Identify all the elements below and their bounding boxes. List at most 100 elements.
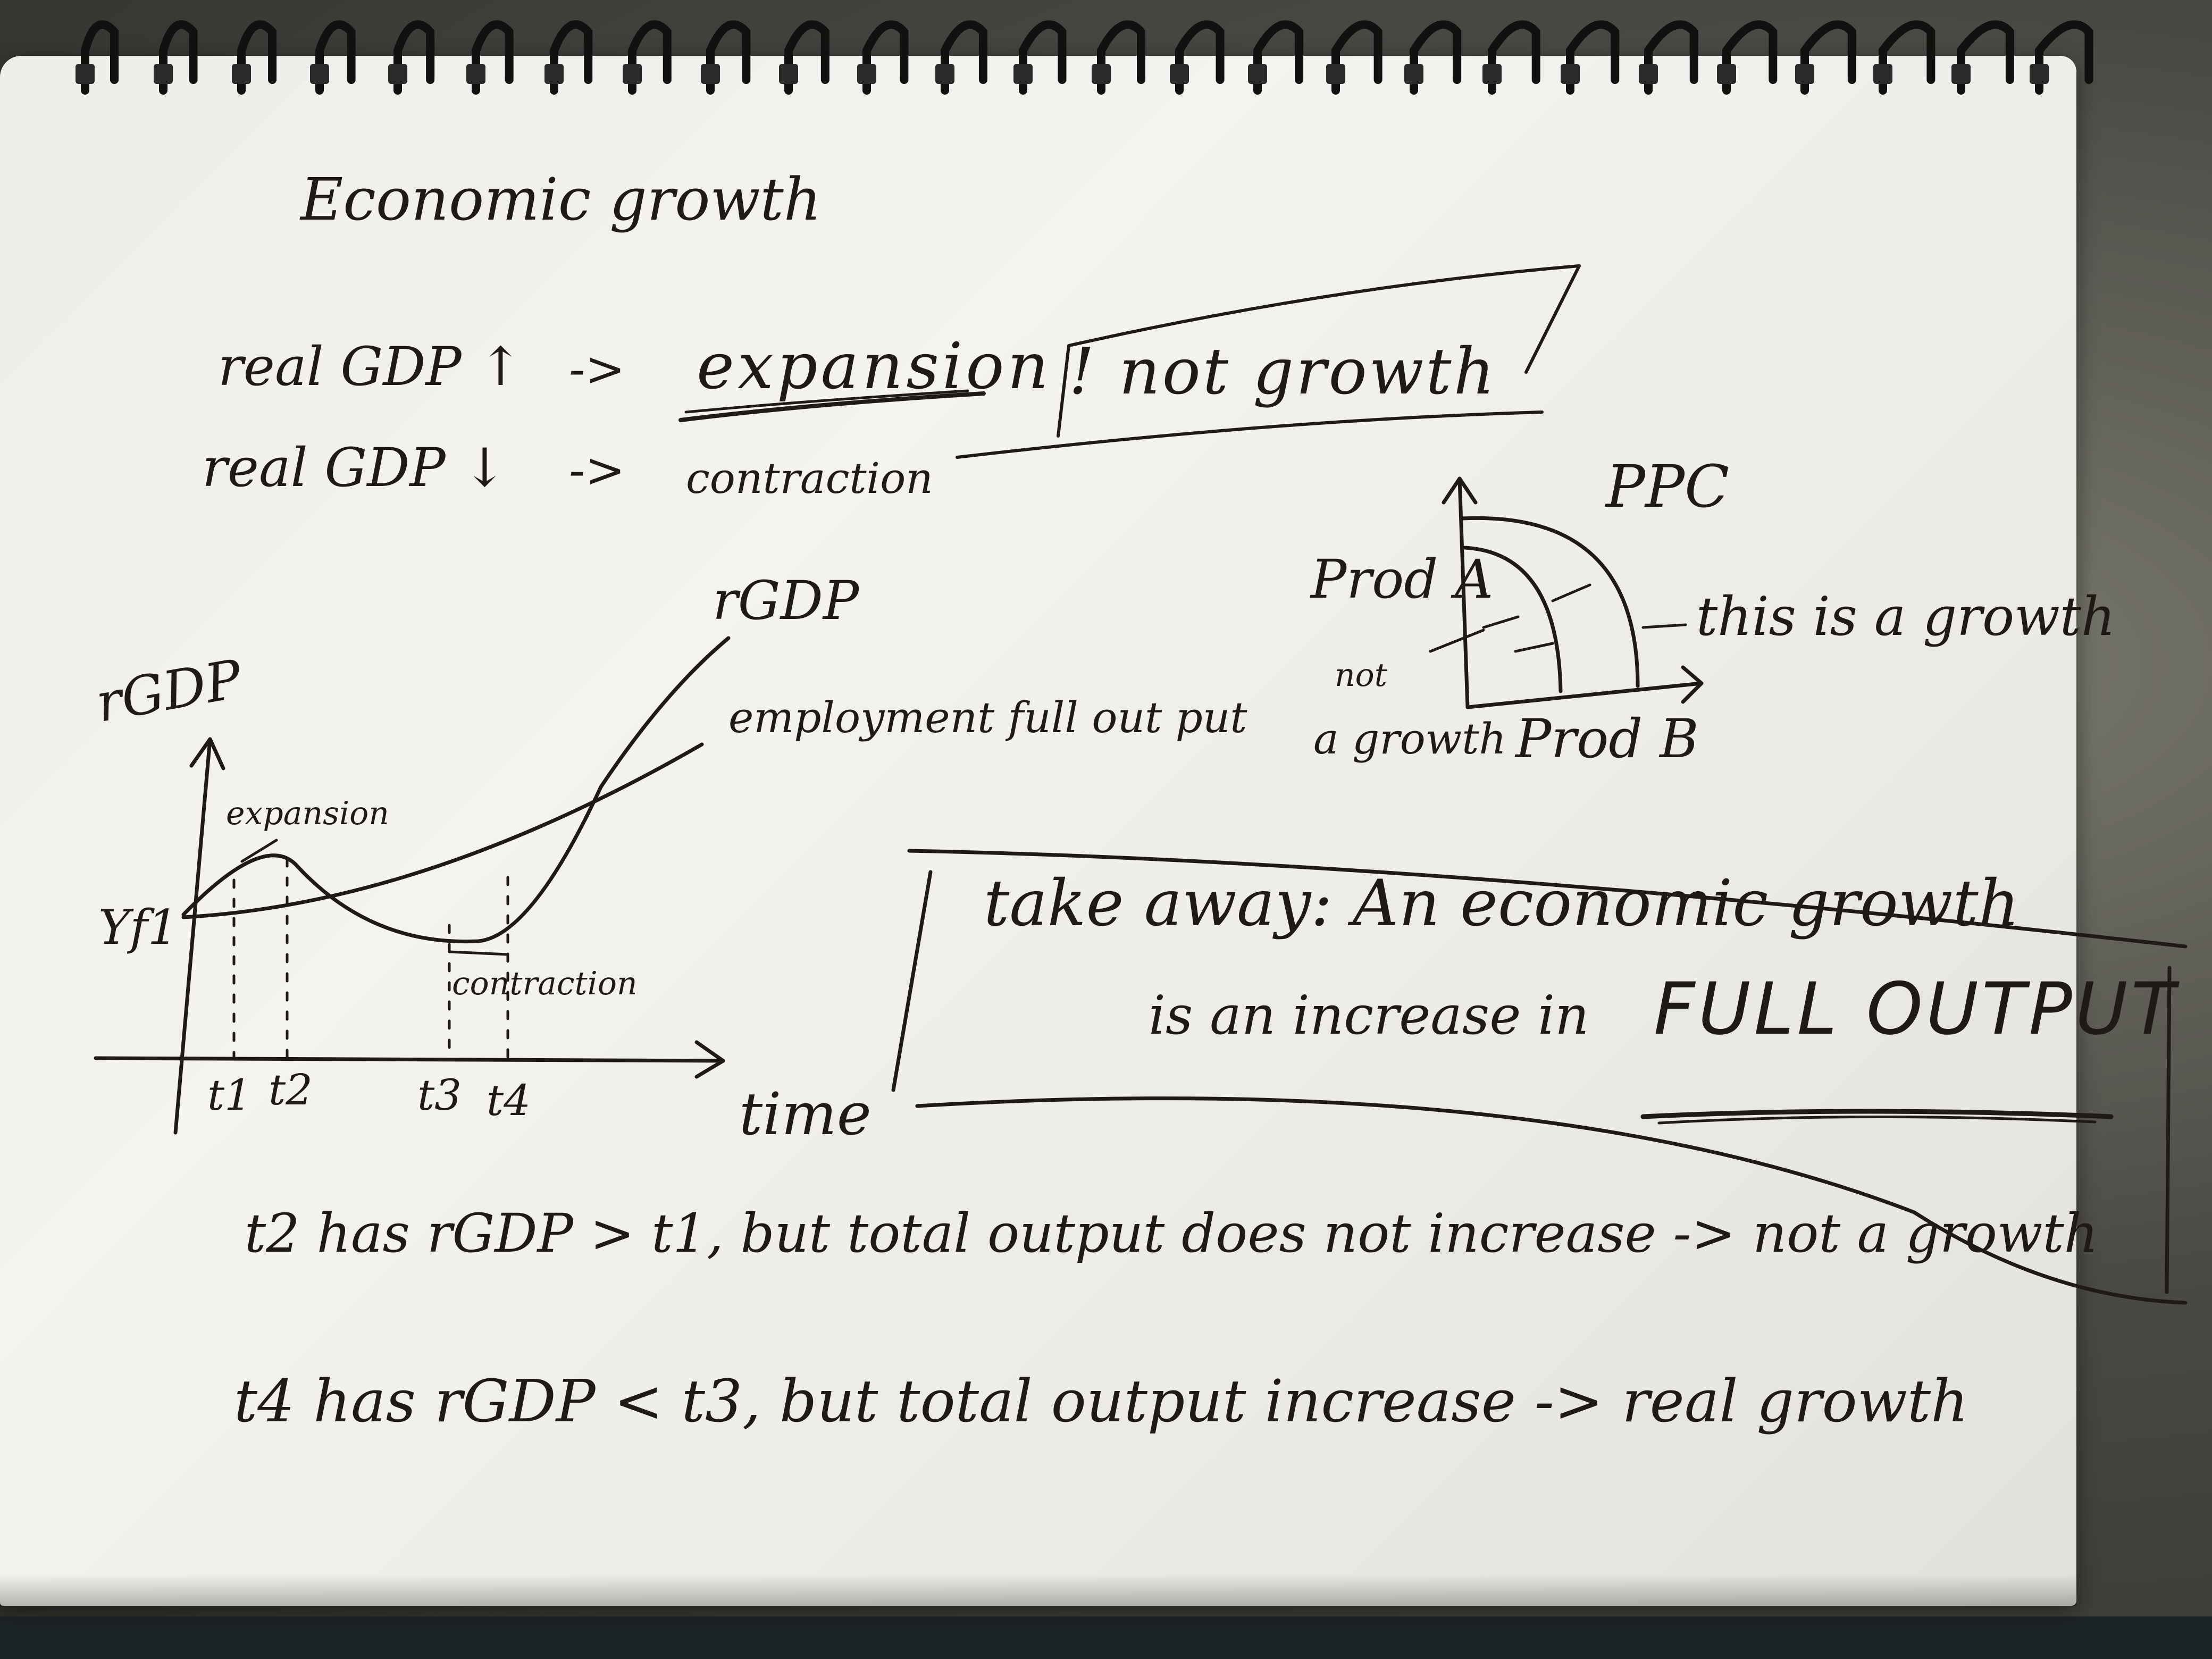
spiral-coil [1019, 20, 1067, 95]
spiral-coil [1175, 20, 1225, 95]
ppc-y-axis [1457, 476, 1470, 709]
graph-x-arrowhead [694, 1040, 725, 1079]
full-output-underline [1640, 1109, 2114, 1119]
binding-hole [1482, 64, 1502, 84]
note-line-2: t4 has rGDP < t3, but total output incre… [234, 1367, 1968, 1435]
graph-expansion-arrow [240, 839, 278, 863]
binding-hole [1873, 64, 1892, 84]
spiral-coil [1097, 20, 1145, 95]
table-edge [0, 1616, 2212, 1659]
not-growth-text: ! not growth [1069, 335, 1497, 409]
ppc-growth-pointer [1641, 623, 1687, 629]
graph-tick-t4: t4 [487, 1076, 531, 1125]
graph-y-axis [173, 737, 212, 1135]
graph-tick-t1: t1 [207, 1070, 252, 1120]
ppc-shift-arrow-2 [1514, 642, 1554, 653]
expansion-text: expansion [697, 330, 1052, 404]
spiral-coil [862, 20, 909, 95]
takeaway-line2: is an increase in [1149, 984, 1589, 1046]
binding-hole [779, 64, 798, 84]
spiral-coil [1253, 20, 1304, 95]
graph-x-axis-label: time [739, 1080, 872, 1148]
page-title: Economic growth [300, 165, 822, 233]
full-output-underline-2 [1657, 1115, 2097, 1125]
binding-hole [544, 64, 564, 84]
down-arrow-text: -> [569, 442, 625, 498]
takeaway-box-left [891, 870, 933, 1092]
page-shadow [0, 1574, 2076, 1606]
graph-tick-t2: t2 [269, 1065, 313, 1115]
binding-hole [1326, 64, 1345, 84]
spiral-coil [1800, 20, 1856, 95]
ppc-shift-arrow-1 [1482, 615, 1520, 629]
graph-contraction-arrow [448, 950, 509, 956]
spiral-coil [550, 20, 593, 95]
ppc-not-label: not [1335, 657, 1387, 694]
binding-hole [857, 64, 876, 84]
ppc-outer-curve [1460, 516, 1640, 688]
spiral-coil [784, 20, 830, 95]
spiral-coil [393, 20, 435, 95]
ppc-title: PPC [1606, 453, 1730, 521]
binding-hole [1092, 64, 1111, 84]
graph-x-axis [94, 1056, 725, 1063]
binding-hole [701, 64, 720, 84]
spiral-coil [1410, 20, 1462, 95]
spiral-coil [628, 20, 672, 95]
binding-hole [1951, 64, 1971, 84]
graph-rgdp-curve [181, 636, 731, 944]
graph-full-output-line [181, 742, 704, 919]
ppc-x-label: Prod B [1515, 708, 1699, 770]
graph-yf-label: Yf1 [98, 900, 178, 956]
spiral-coil [1722, 20, 1778, 95]
note-line-1: t2 has rGDP > t1, but total output does … [245, 1202, 2099, 1264]
binding-hole [388, 64, 407, 84]
ppc-shift-arrow-3 [1551, 583, 1591, 602]
binding-hole [1248, 64, 1267, 84]
spiral-coil [315, 20, 356, 95]
spiral-coil [1566, 20, 1620, 95]
binding-hole [1404, 64, 1423, 84]
real-gdp-up-label: real GDP ↑ [218, 336, 523, 398]
takeaway-box-top [907, 849, 2188, 949]
real-gdp-down-label: real GDP ↓ [202, 437, 507, 499]
ppc-not-growth-label: a growth [1313, 714, 1506, 764]
binding-hole [2030, 64, 2049, 84]
spiral-coil [472, 20, 514, 95]
spiral-binding [76, 20, 2093, 95]
binding-hole [1561, 64, 1580, 84]
binding-hole [1170, 64, 1189, 84]
up-arrow-text: -> [569, 341, 625, 397]
takeaway-box-bottom [915, 1096, 2188, 1305]
binding-hole [1013, 64, 1033, 84]
spiral-coil [1957, 20, 2014, 95]
binding-hole [232, 64, 251, 84]
binding-hole [623, 64, 642, 84]
binding-hole [1639, 64, 1658, 84]
binding-hole [310, 64, 329, 84]
graph-curve-label: rGDP [713, 569, 859, 632]
ppc-x-arrowhead [1681, 665, 1704, 704]
not-growth-box [1057, 264, 1581, 438]
spiral-coil [2035, 20, 2093, 95]
spiral-coil [941, 20, 987, 95]
notebook-page [0, 56, 2076, 1606]
binding-hole [1795, 64, 1814, 84]
takeaway-box-right [2165, 966, 2172, 1294]
spiral-coil [1331, 20, 1382, 95]
graph-expansion-label: expansion [226, 795, 389, 832]
ppc-x-axis [1465, 681, 1704, 709]
binding-hole [935, 64, 954, 84]
spiral-coil [1488, 20, 1540, 95]
graph-y-arrowhead [189, 737, 225, 770]
graph-contraction-label: contraction [452, 965, 638, 1002]
ppc-y-arrowhead [1442, 476, 1478, 505]
spiral-coil [237, 20, 277, 95]
contraction-text: contraction [686, 454, 933, 503]
ppc-note-arrow [1429, 629, 1485, 653]
not-growth-underline [956, 410, 1544, 459]
takeaway-emphasis: FULL OUTPUT [1654, 967, 2179, 1051]
spiral-coil [81, 20, 119, 95]
binding-hole [76, 64, 95, 84]
